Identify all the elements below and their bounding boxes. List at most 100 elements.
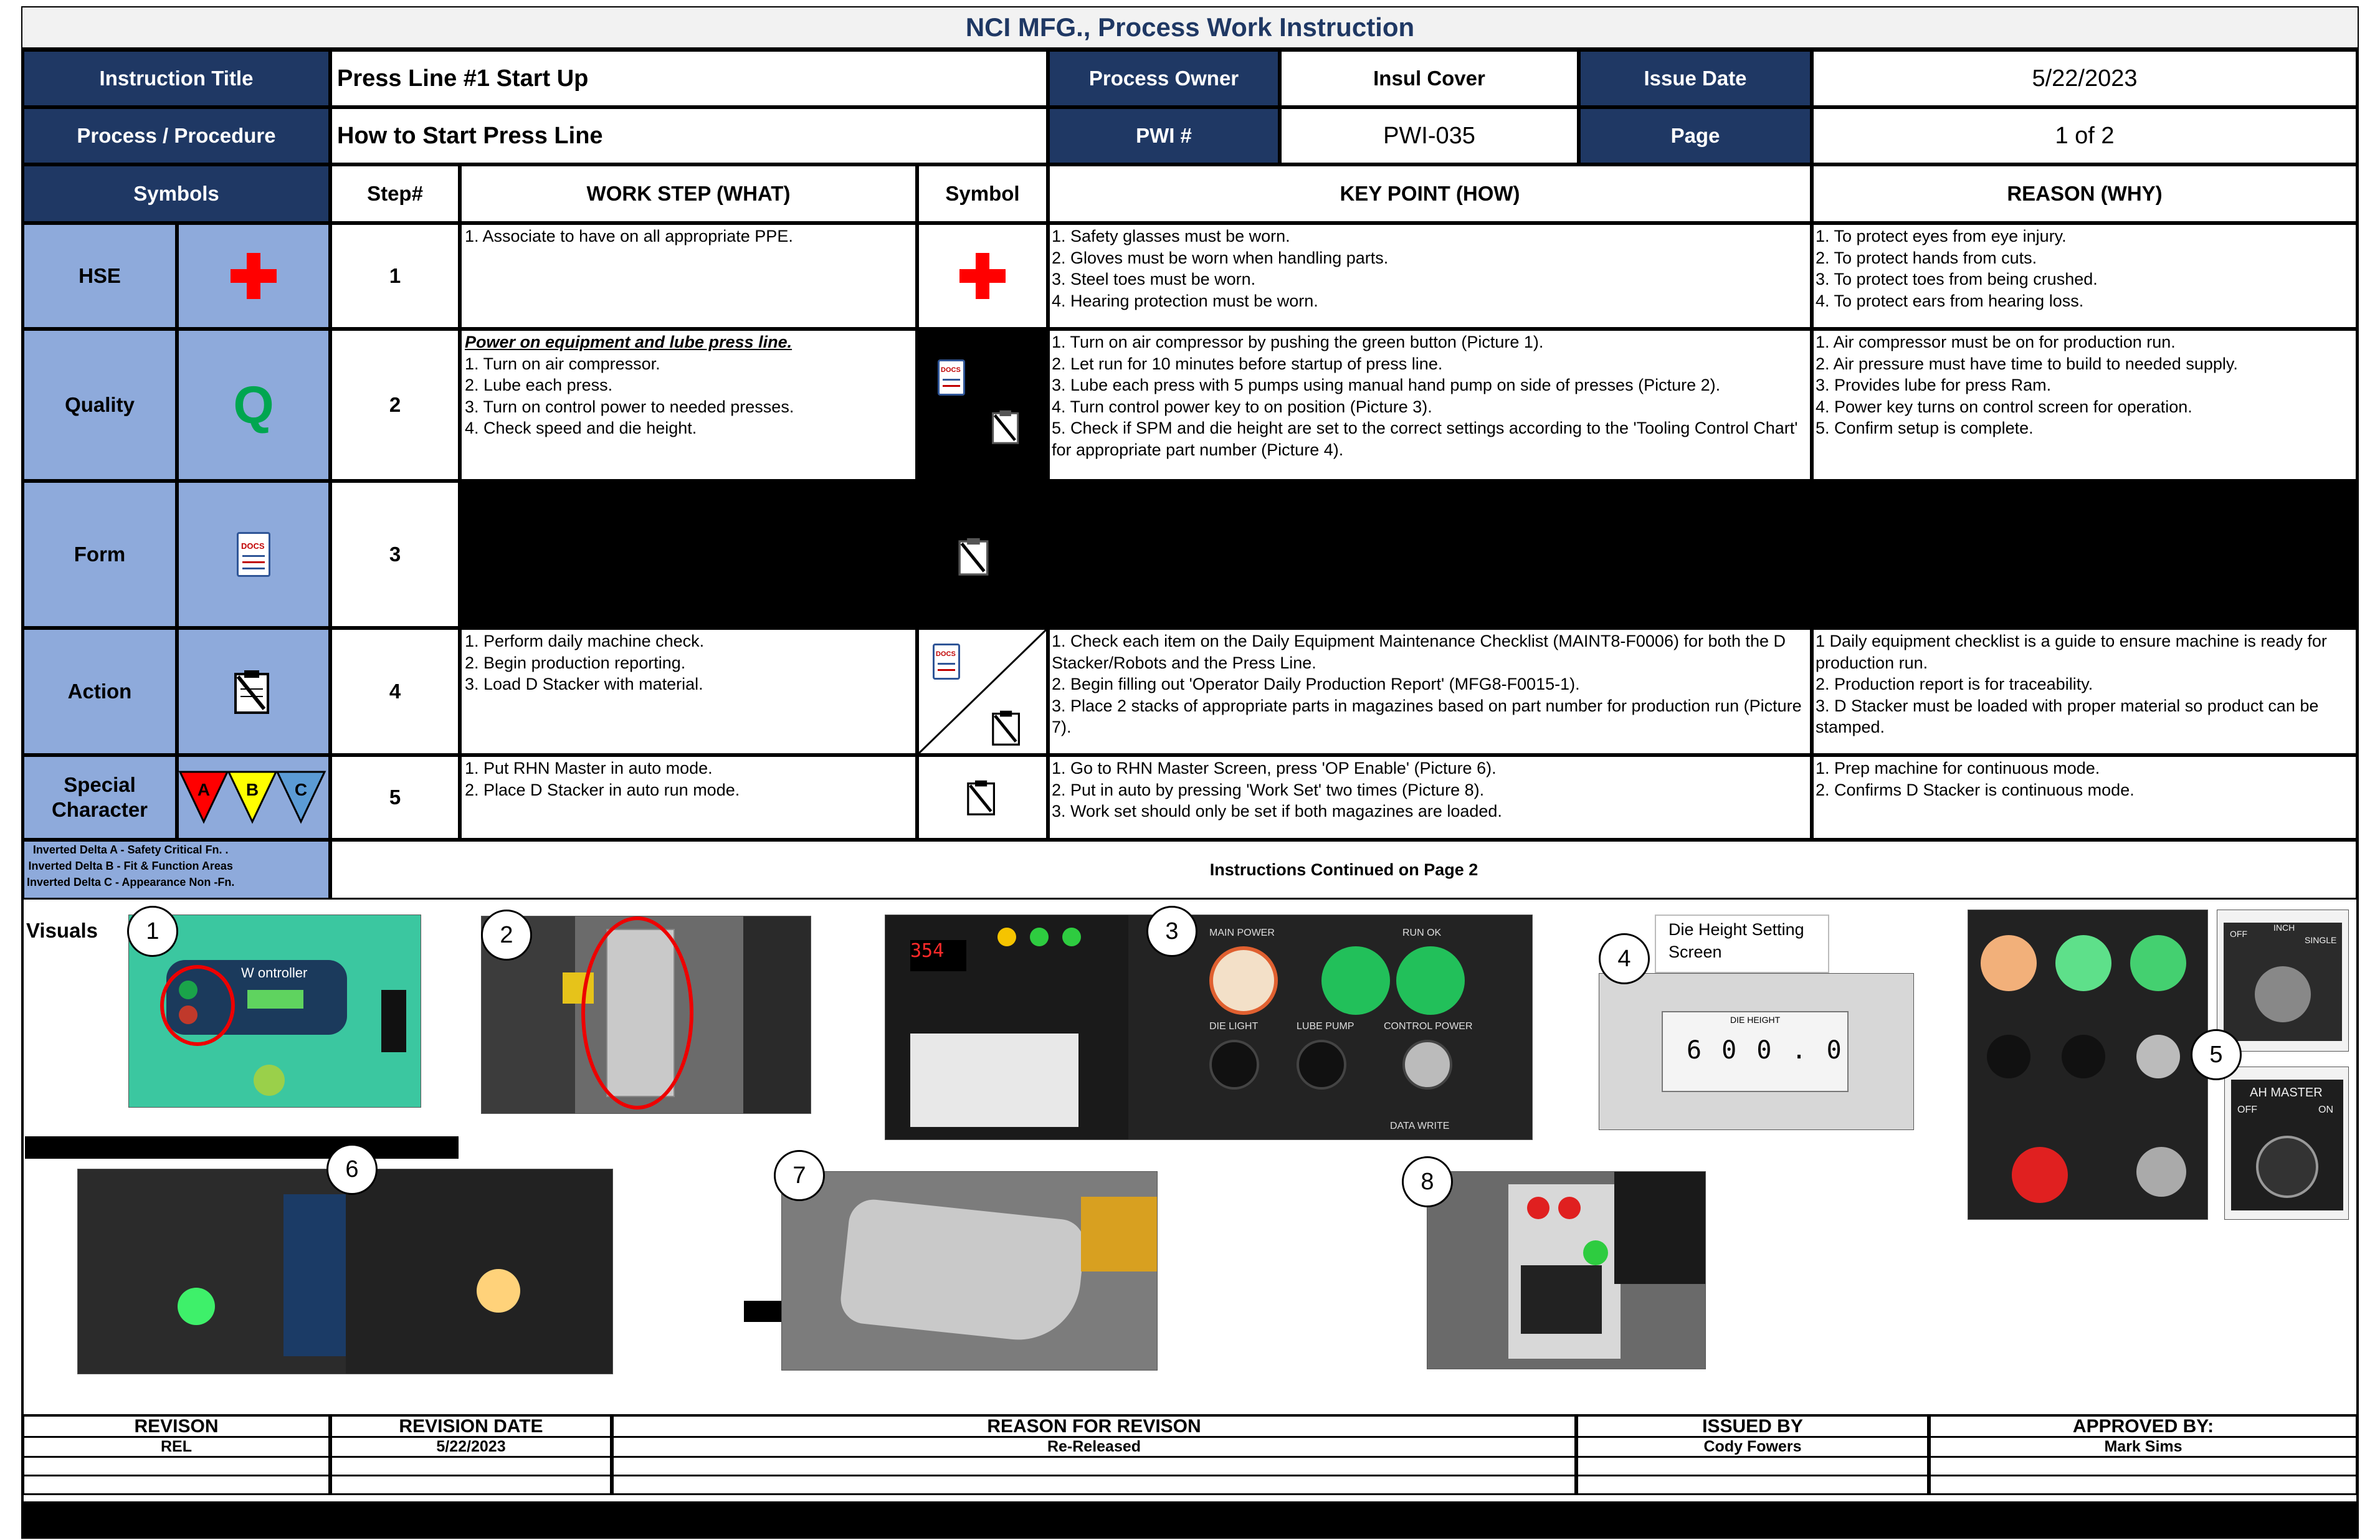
inverted-delta-icons: A B C bbox=[179, 771, 326, 824]
what-header: WORK STEP (WHAT) bbox=[460, 164, 917, 223]
step-4-number: 4 bbox=[330, 628, 460, 755]
revision-empty-cell bbox=[1576, 1476, 1929, 1495]
svg-text:C: C bbox=[295, 780, 307, 799]
picture-7-badge: 7 bbox=[774, 1150, 825, 1201]
step-5-why: 1. Prep machine for continuous mode.2. C… bbox=[1816, 759, 2135, 799]
picture-8-badge: 8 bbox=[1402, 1156, 1453, 1207]
redaction-bar-small bbox=[744, 1301, 781, 1322]
step-1-why-cell bbox=[1812, 223, 2358, 329]
picture-3: 354 MAIN POWER RUN OK DIE LIGHT LUBE PUM… bbox=[885, 915, 1533, 1140]
picture-5-badge: 5 bbox=[2191, 1029, 2242, 1080]
step-5-how-cell bbox=[1048, 755, 1812, 840]
step-1-why: 1. To protect eyes from eye injury.2. To… bbox=[1816, 227, 2098, 310]
step-2-why: 1. Air compressor must be on for product… bbox=[1816, 333, 2238, 437]
picture-2 bbox=[481, 916, 811, 1114]
revision-header: REVISON bbox=[22, 1416, 330, 1438]
hse-label: HSE bbox=[22, 223, 177, 329]
issued-by-header: ISSUED BY bbox=[1576, 1416, 1929, 1438]
approved-by-value: Mark Sims bbox=[1929, 1438, 2358, 1458]
revision-date-value: 5/22/2023 bbox=[330, 1438, 612, 1458]
visuals-label: Visuals bbox=[26, 919, 98, 942]
quality-icon-cell: Q bbox=[177, 329, 330, 481]
revision-empty-cell bbox=[1929, 1476, 2358, 1495]
svg-text:B: B bbox=[246, 780, 259, 799]
docs-icon: DOCS bbox=[938, 359, 965, 396]
process-value: How to Start Press Line bbox=[330, 107, 1048, 164]
delta-icons-cell: A B C bbox=[177, 755, 330, 840]
step-2-what-cell bbox=[460, 329, 917, 481]
redaction-bar bbox=[25, 1136, 459, 1159]
quality-q-icon: Q bbox=[233, 375, 274, 434]
clipboard-pencil-icon bbox=[967, 780, 995, 815]
step-5-why-cell bbox=[1812, 755, 2358, 840]
picture-3-badge: 3 bbox=[1146, 906, 1197, 957]
special-character-label: Special Character bbox=[22, 755, 177, 840]
approved-by-header: APPROVED BY: bbox=[1929, 1416, 2358, 1438]
clipboard-pencil-icon bbox=[992, 710, 1020, 746]
process-owner-label: Process Owner bbox=[1048, 50, 1280, 107]
red-cross-icon bbox=[231, 253, 277, 299]
revision-empty-cell bbox=[1576, 1458, 1929, 1476]
revision-value: REL bbox=[22, 1438, 330, 1458]
step-4-symbol-cell: DOCS bbox=[917, 628, 1048, 755]
picture-6-badge: 6 bbox=[326, 1144, 378, 1195]
pwi-value: PWI-035 bbox=[1280, 107, 1579, 164]
continued-note: Instructions Continued on Page 2 bbox=[330, 840, 2358, 900]
picture-1: W ontroller bbox=[128, 915, 421, 1108]
revision-date-header: REVISION DATE bbox=[330, 1416, 612, 1438]
quality-label: Quality bbox=[22, 329, 177, 481]
step-5-number: 5 bbox=[330, 755, 460, 840]
step-5-what: 1. Put RHN Master in auto mode.2. Place … bbox=[465, 759, 740, 799]
svg-text:A: A bbox=[198, 780, 210, 799]
clipboard-pencil-icon bbox=[234, 670, 269, 714]
action-icon-cell bbox=[177, 628, 330, 755]
step-2-how: 1. Turn on air compressor by pushing the… bbox=[1052, 333, 1802, 459]
step-1-what-cell bbox=[460, 223, 917, 329]
step-3-redacted bbox=[460, 481, 2358, 628]
step-4-why-cell bbox=[1812, 628, 2358, 755]
picture-5b: OFF INCH SINGLE bbox=[2217, 910, 2349, 1052]
docs-icon: DOCS bbox=[237, 532, 270, 577]
revision-empty-cell bbox=[330, 1476, 612, 1495]
delta-legend: Inverted Delta A - Safety Critical Fn. .… bbox=[22, 840, 330, 900]
revision-empty-cell bbox=[22, 1476, 330, 1495]
step-2-why-cell bbox=[1812, 329, 2358, 481]
step-1-how-cell bbox=[1048, 223, 1812, 329]
action-label: Action bbox=[22, 628, 177, 755]
how-header: KEY POINT (HOW) bbox=[1048, 164, 1812, 223]
step-4-why: 1 Daily equipment checklist is a guide t… bbox=[1816, 632, 2332, 736]
picture-5c: AH MASTER OFF ON bbox=[2224, 1067, 2349, 1220]
form-icon-cell: DOCS bbox=[177, 481, 330, 628]
picture-5a bbox=[1968, 910, 2208, 1220]
revision-empty-cell bbox=[612, 1458, 1576, 1476]
step-4-what: 1. Perform daily machine check.2. Begin … bbox=[465, 632, 705, 693]
legend-c: Inverted Delta C - Appearance Non -Fn. bbox=[27, 876, 235, 888]
picture-8 bbox=[1427, 1171, 1706, 1369]
step-1-how: 1. Safety glasses must be worn.2. Gloves… bbox=[1052, 227, 1389, 310]
revision-empty-cell bbox=[1929, 1458, 2358, 1476]
step-1-symbol-cell bbox=[917, 223, 1048, 329]
step-2-number: 2 bbox=[330, 329, 460, 481]
instruction-title-value: Press Line #1 Start Up bbox=[330, 50, 1048, 107]
revision-empty-cell bbox=[612, 1476, 1576, 1495]
revision-empty-cell bbox=[330, 1458, 612, 1476]
document-title: NCI MFG., Process Work Instruction bbox=[22, 7, 2358, 50]
docs-icon: DOCS bbox=[933, 644, 960, 680]
picture-4-badge: 4 bbox=[1599, 933, 1650, 984]
step-2-symbol-cell: DOCS bbox=[917, 329, 1048, 481]
hse-cross-cell bbox=[177, 223, 330, 329]
picture-6 bbox=[77, 1169, 613, 1374]
legend-a: Inverted Delta A - Safety Critical Fn. . bbox=[32, 844, 229, 856]
step-2-what: Power on equipment and lube press line. … bbox=[462, 329, 916, 480]
process-owner-value: Insul Cover bbox=[1280, 50, 1579, 107]
clipboard-pencil-icon bbox=[992, 410, 1019, 444]
step-3-number: 3 bbox=[330, 481, 460, 628]
step-1-what: 1. Associate to have on all appropriate … bbox=[465, 227, 793, 245]
issued-by-value: Cody Fowers bbox=[1576, 1438, 1929, 1458]
picture-7 bbox=[781, 1171, 1158, 1371]
process-label: Process / Procedure bbox=[22, 107, 330, 164]
die-height-caption: Die Height Setting Screen bbox=[1655, 915, 1829, 973]
instruction-title-label: Instruction Title bbox=[22, 50, 330, 107]
why-header: REASON (WHY) bbox=[1812, 164, 2358, 223]
symbols-header: Symbols bbox=[22, 164, 330, 223]
